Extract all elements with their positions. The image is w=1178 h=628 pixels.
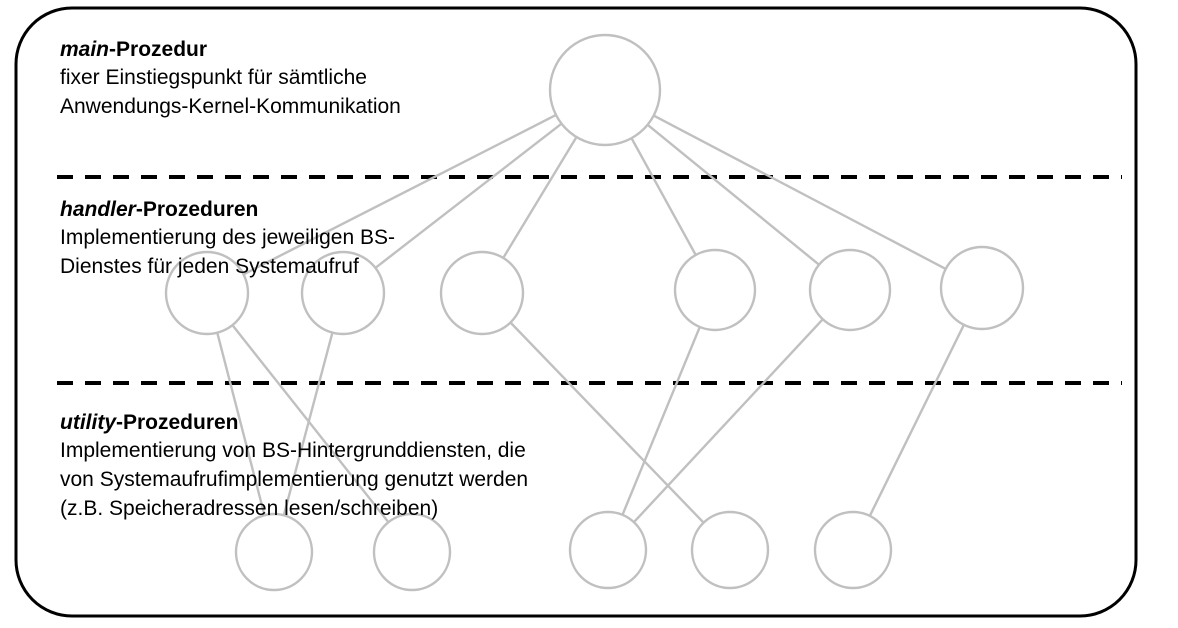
section-utility-body: Implementierung von BS-Hintergrunddienst… [60,439,529,520]
section-utility: utility-Prozeduren Implementierung von B… [60,409,528,523]
frame-layer [14,6,1138,618]
graph-node-main-0 [548,33,662,147]
section-handler-body: Implementierung des jeweiligen BS- Diens… [60,226,396,278]
section-handler-title: handler-Prozeduren [60,196,395,223]
graph-edge-handler-0-to-utility-1 [231,324,390,523]
graph-edge-handler-1-to-utility-0 [282,332,334,516]
graph-node-utility-0 [234,512,314,592]
graph-node-handler-0 [164,250,250,336]
graph-node-handler-1 [300,250,386,336]
diagram-frame [14,6,1138,618]
graph-node-utility-3 [690,510,770,590]
graph-edge-main-0-to-handler-1 [374,122,563,269]
section-main-title-rest: -Prozedur [109,38,208,61]
divider-layer [57,175,1122,385]
section-handler-title-rest: -Prozeduren [135,198,259,221]
graph-edge-handler-0-to-utility-0 [216,332,266,516]
graph-node-utility-2 [568,510,648,590]
graph-edge-main-0-to-handler-0 [242,113,557,276]
graph-edge-main-0-to-handler-4 [646,123,820,266]
graph-edge-handler-5-to-utility-4 [868,324,965,517]
graph-node-handler-2 [439,250,525,336]
graph-edge-handler-2-to-utility-3 [509,321,705,524]
section-main-title: main-Prozedur [60,36,401,63]
node-layer [164,33,1025,592]
section-handler-title-emphasis: handler [60,198,136,221]
graph-node-handler-3 [673,248,757,332]
edge-layer [216,113,965,524]
section-main-title-emphasis: main [60,38,110,61]
graph-edge-main-0-to-handler-5 [653,114,947,270]
graph-node-handler-4 [808,248,892,332]
section-utility-title-emphasis: utility [60,411,116,434]
graph-node-utility-4 [813,510,893,590]
graph-edge-handler-3-to-utility-2 [621,326,701,516]
section-utility-title-rest: -Prozeduren [116,411,239,434]
graph-node-utility-1 [372,512,452,592]
graph-edge-handler-4-to-utility-2 [633,318,824,524]
section-handler: handler-Prozeduren Implementierung des j… [60,196,395,281]
section-main-body: fixer Einstiegspunkt für sämtliche Anwen… [60,66,401,118]
graph-edge-main-0-to-handler-2 [502,136,578,259]
graph-edge-main-0-to-handler-3 [630,137,697,256]
graph-node-handler-5 [939,245,1025,331]
section-main: main-Prozedur fixer Einstiegspunkt für s… [60,36,401,121]
section-utility-title: utility-Prozeduren [60,409,528,436]
